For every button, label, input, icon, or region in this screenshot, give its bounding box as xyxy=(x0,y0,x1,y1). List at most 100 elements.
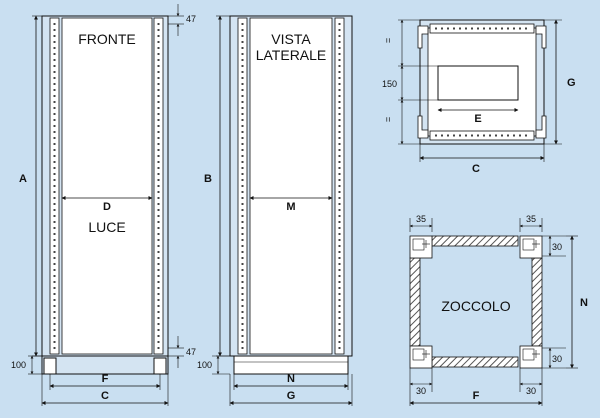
rack-hole xyxy=(338,305,341,307)
rack-hole xyxy=(157,149,160,151)
rack-hole xyxy=(53,245,56,247)
plinth-right-bar xyxy=(531,257,543,347)
rack-hole xyxy=(53,323,56,325)
rack-hole xyxy=(157,185,160,187)
rack-hole xyxy=(338,53,341,55)
rack-hole xyxy=(157,107,160,109)
plinth-corner-inner xyxy=(522,348,535,361)
rack-hole xyxy=(241,161,244,163)
top-corner-bl xyxy=(417,115,429,139)
rack-hole xyxy=(338,167,341,169)
rack-hole xyxy=(157,323,160,325)
rack-hole xyxy=(338,197,341,199)
rack-hole xyxy=(338,299,341,301)
front-feet-span-label: F xyxy=(102,373,109,385)
rack-hole xyxy=(53,173,56,175)
rack-hole xyxy=(241,179,244,181)
plinth-corner-inner xyxy=(412,238,425,251)
rail-hole xyxy=(465,27,467,30)
rack-hole xyxy=(241,341,244,343)
rack-hole xyxy=(157,293,160,295)
rack-hole xyxy=(157,269,160,271)
rack-hole xyxy=(157,215,160,217)
rack-hole xyxy=(53,221,56,223)
rack-hole xyxy=(338,41,341,43)
rack-hole xyxy=(157,191,160,193)
rack-hole xyxy=(53,65,56,67)
rack-hole xyxy=(53,335,56,337)
rack-hole xyxy=(53,71,56,73)
rack-hole xyxy=(53,251,56,253)
rack-hole xyxy=(53,107,56,109)
rack-hole xyxy=(338,65,341,67)
rail-hole xyxy=(501,134,503,137)
rack-hole xyxy=(157,125,160,127)
plinth-width-label: F xyxy=(473,390,480,402)
rack-hole xyxy=(241,107,244,109)
rack-hole xyxy=(157,65,160,67)
rail-hole xyxy=(483,134,485,137)
rail-hole xyxy=(441,27,443,30)
rack-hole xyxy=(241,131,244,133)
plinth-right-bottom-label: 30 xyxy=(552,354,562,364)
rail-hole xyxy=(435,27,437,30)
rack-hole xyxy=(241,83,244,85)
plinth-corner-left-label: 35 xyxy=(416,214,426,224)
rack-hole xyxy=(241,113,244,115)
rack-hole xyxy=(157,167,160,169)
rack-hole xyxy=(338,293,341,295)
rack-hole xyxy=(53,59,56,61)
rail-hole xyxy=(447,134,449,137)
rack-hole xyxy=(53,155,56,157)
side-rack-holes xyxy=(241,23,341,349)
rack-hole xyxy=(241,101,244,103)
rail-hole xyxy=(477,134,479,137)
rack-hole xyxy=(53,137,56,139)
rack-hole xyxy=(157,23,160,25)
rail-hole xyxy=(495,134,497,137)
rack-hole xyxy=(157,71,160,73)
rack-hole xyxy=(53,287,56,289)
rail-hole xyxy=(525,134,527,137)
plinth-bottom-left-label: 30 xyxy=(416,386,426,396)
plinth-view: ZOCCOLO 35 35 30 30 N 30 30 F xyxy=(409,214,588,406)
rack-hole xyxy=(241,323,244,325)
front-rack-holes xyxy=(53,23,160,349)
rack-hole xyxy=(338,317,341,319)
rack-hole xyxy=(157,287,160,289)
rail-hole xyxy=(507,27,509,30)
rack-hole xyxy=(338,227,341,229)
rack-hole xyxy=(338,209,341,211)
rack-hole xyxy=(157,47,160,49)
rack-hole xyxy=(53,263,56,265)
plinth-corner-inner xyxy=(522,238,535,251)
front-bottom-gap-label: 47 xyxy=(186,347,196,357)
side-base-height-label: 100 xyxy=(197,360,212,370)
top-corner-tl xyxy=(417,25,429,49)
rack-hole xyxy=(241,155,244,157)
rack-hole xyxy=(53,305,56,307)
rack-hole xyxy=(53,329,56,331)
rack-hole xyxy=(157,89,160,91)
rack-hole xyxy=(53,47,56,49)
rack-hole xyxy=(53,77,56,79)
rack-hole xyxy=(53,89,56,91)
rack-hole xyxy=(338,131,341,133)
rack-hole xyxy=(157,161,160,163)
rack-hole xyxy=(338,221,341,223)
rack-hole xyxy=(241,287,244,289)
rack-hole xyxy=(157,317,160,319)
side-total-depth-label: G xyxy=(287,390,296,402)
rack-hole xyxy=(53,347,56,349)
rack-hole xyxy=(241,311,244,313)
rack-hole xyxy=(157,35,160,37)
rack-hole xyxy=(53,179,56,181)
rack-hole xyxy=(338,329,341,331)
rack-hole xyxy=(338,149,341,151)
top-front-rail xyxy=(429,23,535,34)
rack-hole xyxy=(241,71,244,73)
rail-hole xyxy=(459,134,461,137)
front-base xyxy=(41,355,169,375)
rack-hole xyxy=(157,311,160,313)
